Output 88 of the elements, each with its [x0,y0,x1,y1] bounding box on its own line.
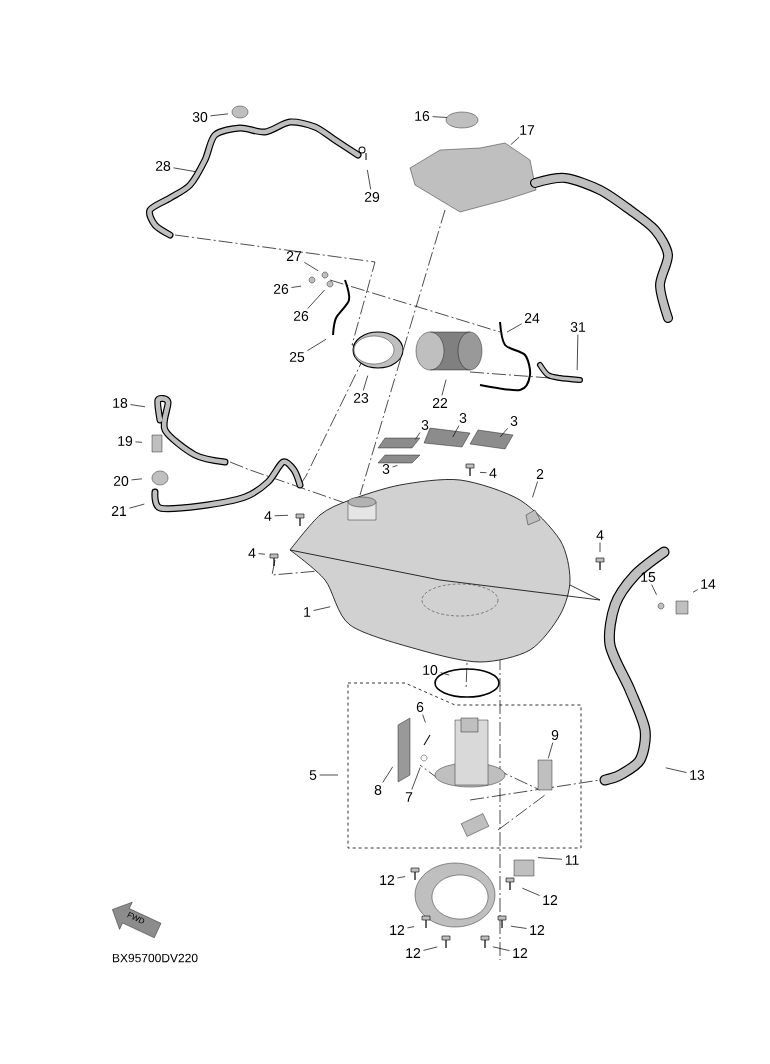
leader-line [367,169,372,190]
callout-number: 30 [192,112,208,122]
callout-number: 12 [513,948,528,958]
leader-line [304,262,319,272]
leader-line [651,584,657,596]
leader-line [307,338,327,352]
callout-number: 10 [423,665,438,675]
leader-line [452,425,460,438]
callout-number: 3 [421,420,429,430]
leader-line [510,925,527,929]
callout-number: 26 [293,311,309,321]
callout-number: 22 [432,398,448,408]
leader-line [313,606,331,611]
callout-number: 3 [510,416,518,426]
callout-number: 12 [406,948,421,958]
callout-number: 14 [701,579,716,589]
callout-number: 19 [118,436,133,446]
leader-line [291,285,302,288]
callout-number: 12 [380,875,395,885]
callout-number: 31 [570,322,586,332]
callout-number: 13 [690,770,705,780]
leader-line [440,672,450,676]
callout-number: 4 [264,511,272,521]
callout-number: 8 [374,785,382,795]
leader-line [407,926,415,929]
callout-number: 12 [390,925,405,935]
leader-line [397,876,406,879]
callout-number: 23 [353,393,369,403]
leader-line [274,514,289,517]
leader-line [522,887,540,896]
leader-line [422,714,426,723]
callout-number: 2 [536,469,544,479]
callout-number: 4 [489,468,497,478]
callout-number: 4 [596,530,604,540]
leader-line [210,113,229,117]
leader-line [319,774,339,776]
callout-number: 3 [382,464,390,474]
callout-number: 12 [530,925,545,935]
leader-line [492,946,510,951]
callout-number: 4 [248,548,256,558]
callout-number: 9 [551,730,559,740]
leader-line [532,481,538,498]
leader-line [129,503,145,509]
callout-number: 18 [113,398,128,408]
callout-number: 17 [520,125,535,135]
leader-line [432,116,448,118]
leader-line [130,404,146,408]
callout-number: 24 [524,313,540,323]
callout-number: 25 [289,352,305,362]
callout-number: 28 [155,161,171,171]
leader-line [258,553,266,555]
callout-number: 20 [113,476,129,486]
leader-line [479,472,487,474]
callout-number: 1 [304,607,311,617]
callout-number: 7 [405,792,413,802]
callout-number: 12 [543,895,558,905]
leader-line [423,946,438,951]
leader-line [411,767,421,790]
callout-number: 29 [364,192,380,202]
callout-number: 11 [565,855,579,865]
callout-number: 15 [641,572,656,582]
leader-line [415,432,421,440]
callout-number: 5 [309,770,317,780]
leader-line [499,427,509,438]
leader-line [441,379,447,396]
callout-number: 27 [286,251,302,261]
leader-line [599,542,601,553]
callout-number: 21 [111,506,127,516]
leader-line [173,167,196,172]
leader-line [135,441,143,443]
leader-line [131,478,143,481]
leader-line [576,334,579,371]
leader-line [537,857,563,860]
leader-line [382,766,394,783]
callout-number: 3 [459,413,467,423]
leader-line [510,136,520,145]
leader-line [506,323,522,333]
leader-line [692,589,698,593]
callout-number: 6 [416,702,424,712]
leader-line [362,375,369,391]
callout-number: 16 [415,111,430,121]
drawing-code: BX95700DV220 [112,953,198,963]
leader-line [307,289,325,309]
leader-line [665,767,687,773]
callout-number: 26 [273,284,289,294]
leader-line [547,742,554,759]
fwd-label: FWD [127,911,145,924]
leader-line [392,465,398,468]
